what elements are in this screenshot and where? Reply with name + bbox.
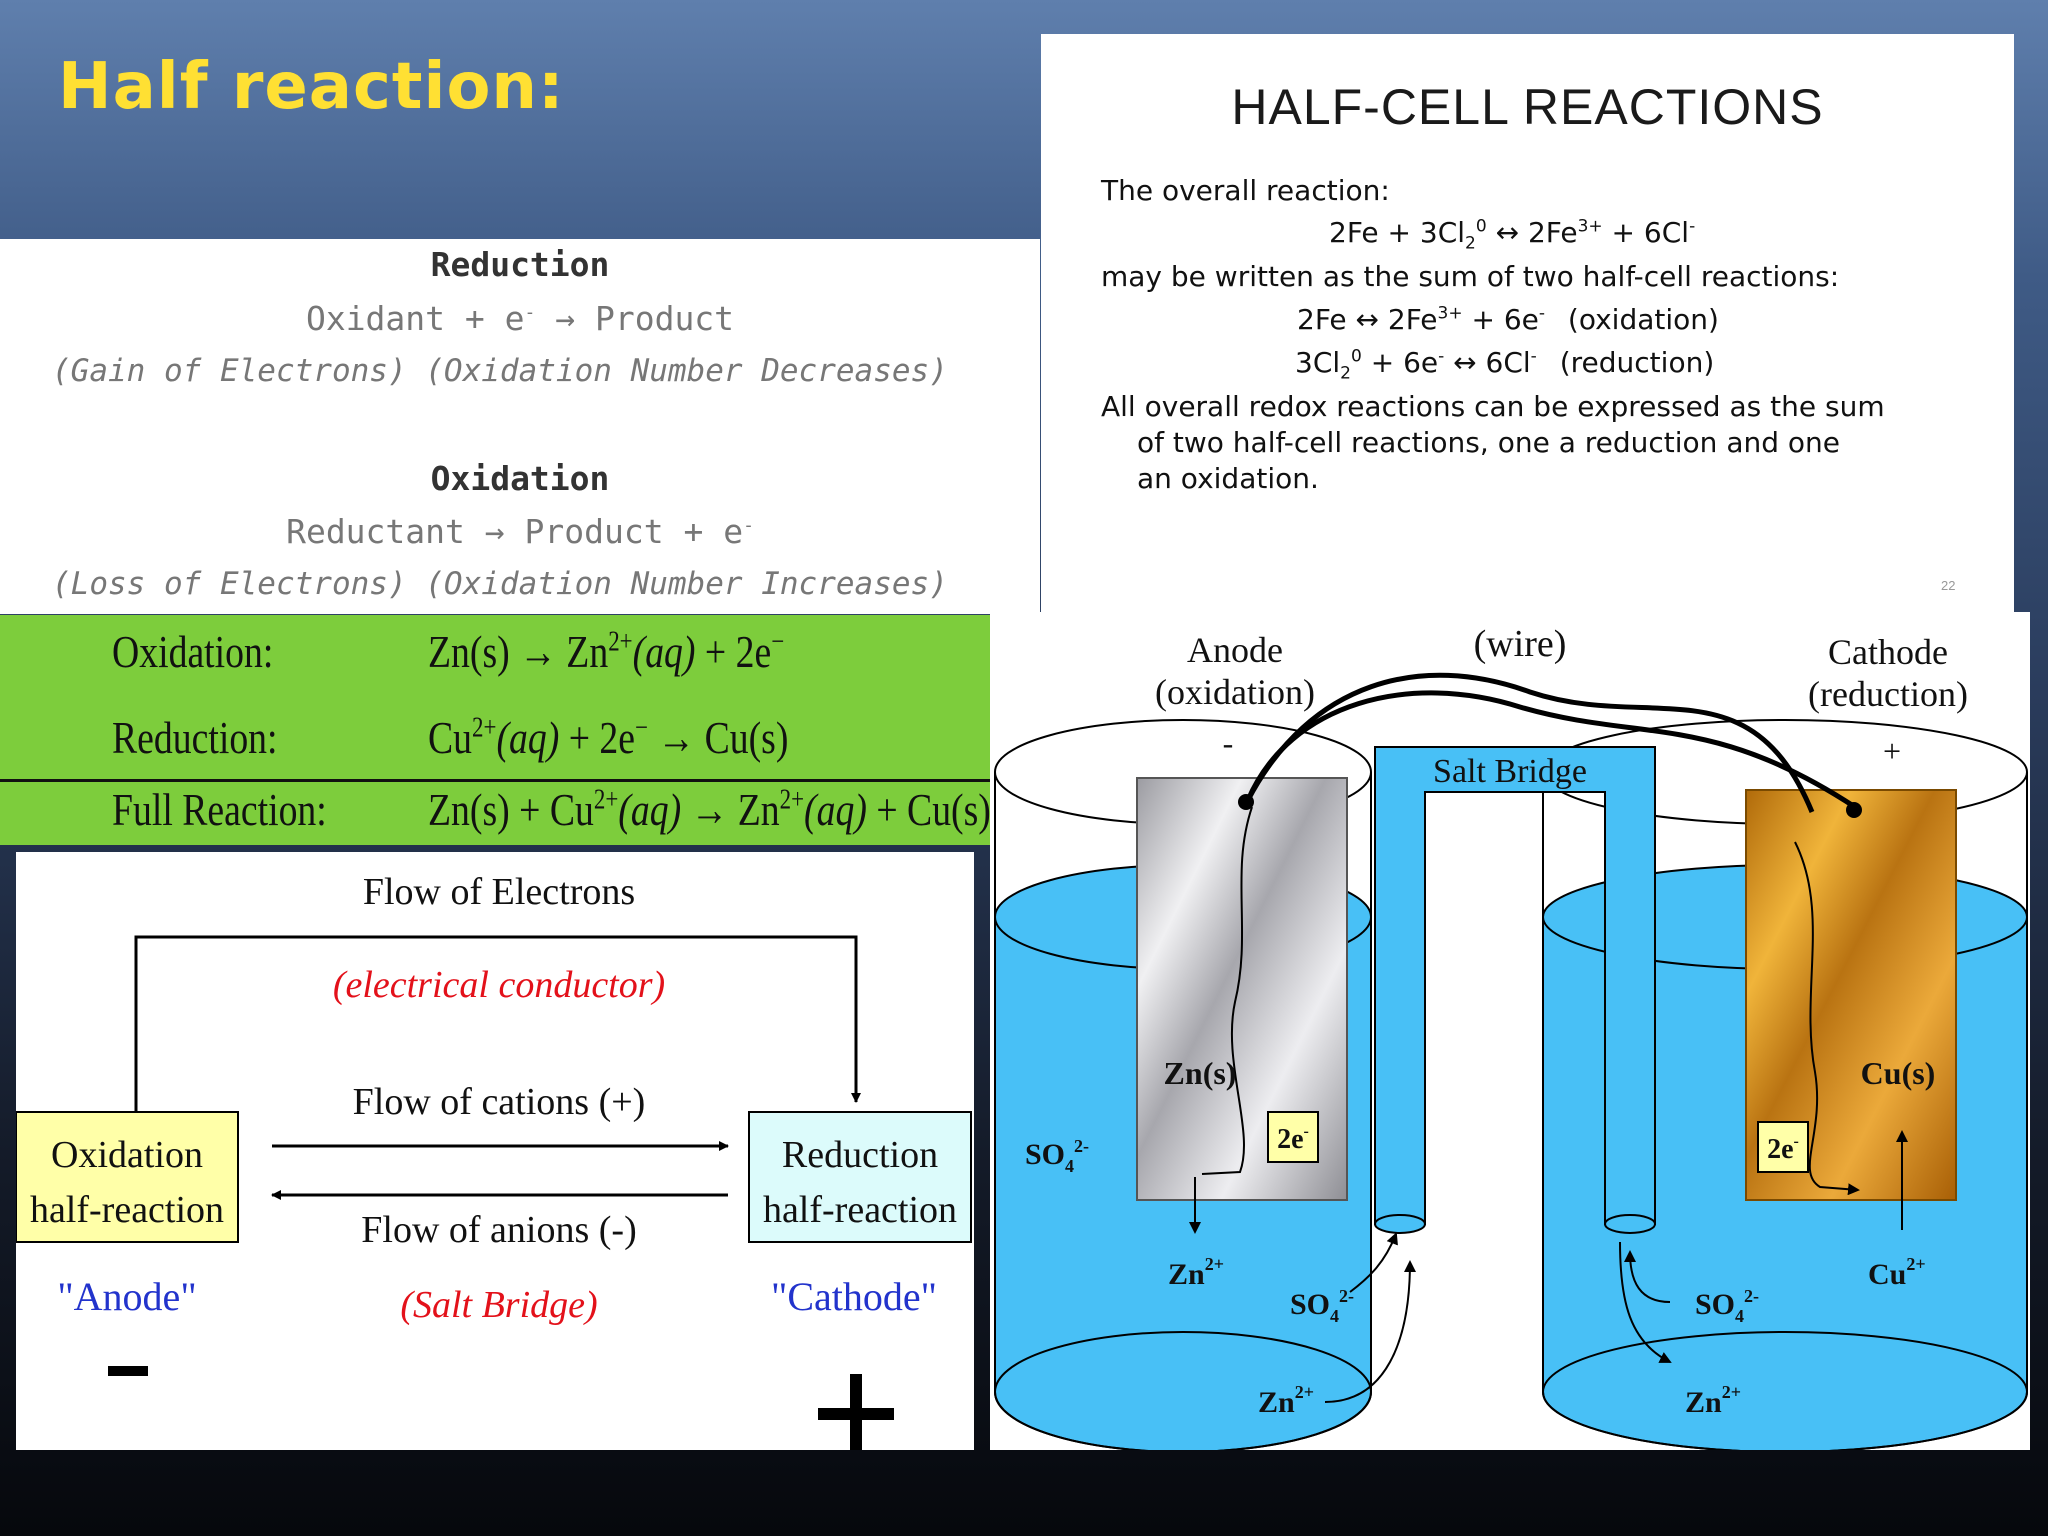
full-reaction-equation: Zn(s) + Cu2+(aq) → Zn2+(aq) + Cu(s): [428, 784, 991, 835]
reduction-equation: Oxidant + e- → Product: [305, 299, 735, 338]
cathode-electrons-box: [1757, 1121, 1809, 1173]
reduction-box-line-1: Reduction: [782, 1134, 938, 1176]
electrical-conductor-label: (electrical conductor): [333, 964, 665, 1006]
zn-cu-equations-panel: Oxidation: Zn(s) → Zn2+(aq) + 2e− Reduct…: [0, 615, 991, 845]
left-beaker-walls: [994, 772, 1372, 917]
anode-electron-path: [1201, 806, 1253, 1175]
galvanic-cell-svg: Salt Bridge Anode (oxidation) (wire) Cat…: [994, 623, 2028, 1453]
zinc-ion-label: Zn2+: [1168, 1254, 1224, 1291]
half-cell-heading: HALF-CELL REACTIONS: [1231, 79, 1824, 135]
arrow-icon: →: [555, 299, 576, 338]
zinc-ion-bridge-arrow-left: [1324, 1260, 1416, 1403]
galvanic-cell-diagram: Salt Bridge Anode (oxidation) (wire) Cat…: [990, 612, 2030, 1453]
salt-bridge-right-opening: [1604, 1214, 1656, 1234]
oxidation-half-equation: 2Fe ↔ 2Fe3+ + 6e- (oxidation): [1297, 303, 1719, 336]
salt-bridge-label: Salt Bridge: [1433, 753, 1587, 790]
minus-sign: [108, 1366, 148, 1376]
oxidation-box-line-2: half-reaction: [30, 1189, 224, 1231]
copper-solid-label: Cu(s): [1861, 1055, 1936, 1091]
flow-of-cations-label: Flow of cations (+): [353, 1081, 646, 1123]
oxidation-heading: Oxidation: [430, 459, 610, 498]
anode-electrons-box: [1267, 1111, 1319, 1163]
reduction-box-line-2: half-reaction: [763, 1189, 957, 1231]
zinc-solid-label: Zn(s): [1164, 1055, 1237, 1091]
salt-bridge-label: (Salt Bridge): [400, 1284, 597, 1326]
reduction-box: [748, 1111, 972, 1243]
half-cell-reactions-panel: HALF-CELL REACTIONS The overall reaction…: [1041, 34, 2014, 614]
cathode-reduction-label: (reduction): [1808, 674, 1968, 714]
zinc-ion-bottom-right: Zn2+: [1685, 1382, 1741, 1419]
conclusion-line-1: All overall redox reactions can be expre…: [1101, 390, 1885, 423]
slide-number: 22: [1941, 578, 1956, 593]
sulfate-arrow-left: [1349, 1232, 1398, 1293]
cathode-terminal: [1846, 802, 1862, 818]
anode-minus: -: [1223, 725, 1234, 761]
conclusion-line-3: an oxidation.: [1137, 462, 1319, 495]
salt-bridge-left-opening: [1374, 1214, 1426, 1234]
anode-terminal: [1238, 794, 1254, 810]
cathode-electrons-label: 2e-: [1767, 1133, 1799, 1165]
sulfate-ion-right: SO42-: [1695, 1286, 1759, 1326]
oxidation-box: [15, 1111, 239, 1243]
conclusion-line-2: of two half-cell reactions, one a reduct…: [1137, 426, 1841, 459]
redox-definitions-panel: Reduction Oxidant + e- → Product (Gain o…: [0, 239, 1040, 614]
plus-sign-horizontal: [818, 1408, 894, 1420]
reduction-half-equation: 3Cl20 + 6e- ↔ 6Cl- (reduction): [1295, 346, 1715, 384]
sum-intro: may be written as the sum of two half-ce…: [1101, 260, 1840, 293]
anode-label: "Anode": [57, 1274, 196, 1319]
flow-diagram-svg: Flow of Electrons (electrical conductor)…: [15, 871, 972, 1454]
electron-flow-diagram: Flow of Electrons (electrical conductor)…: [15, 852, 974, 1454]
slide-title: Half reaction:: [58, 50, 565, 124]
wire-label: (wire): [1474, 623, 1567, 665]
wire-strand: [1245, 672, 1815, 813]
zinc-ion-bottom-left: Zn2+: [1258, 1382, 1314, 1419]
cathode-label: Cathode: [1828, 632, 1948, 672]
divider: [0, 779, 990, 782]
anode-oxidation-label: (oxidation): [1155, 672, 1315, 712]
oxidation-box-line-1: Oxidation: [51, 1134, 203, 1176]
sulfate-ion-left: SO42-: [1025, 1136, 1089, 1176]
zn-oxidation-equation: Zn(s) → Zn2+(aq) + 2e−: [428, 626, 785, 677]
flow-of-anions-label: Flow of anions (-): [361, 1209, 636, 1251]
wire: [1245, 690, 1857, 810]
electron-path-arrow: [134, 935, 861, 1112]
arrow-icon: →: [484, 512, 505, 551]
reduction-label: Reduction:: [112, 712, 278, 763]
overall-equation: 2Fe + 3Cl20 ↔ 2Fe3+ + 6Cl-: [1329, 216, 1696, 254]
cathode-label: "Cathode": [771, 1274, 937, 1319]
zinc-ion-bridge-arrow-right: [1619, 1241, 1672, 1363]
sulfate-ion-center-left: SO42-: [1290, 1286, 1354, 1326]
cu-reduction-equation: Cu2+(aq) + 2e− → Cu(s): [428, 712, 789, 763]
reduction-heading: Reduction: [430, 245, 610, 284]
salt-bridge-tube: [1374, 746, 1656, 1225]
cathode-electron-path: [1794, 841, 1860, 1196]
anode-label: Anode: [1187, 630, 1283, 670]
right-beaker-walls: [1542, 772, 2028, 917]
oxidation-label: Oxidation:: [112, 626, 274, 677]
copper-ion-label: Cu2+: [1868, 1254, 1926, 1291]
cathode-plus: +: [1883, 733, 1901, 769]
overall-intro: The overall reaction:: [1101, 174, 1390, 207]
anode-electrons-label: 2e-: [1277, 1123, 1309, 1155]
full-reaction-label: Full Reaction:: [112, 784, 327, 835]
sulfate-arrow-right: [1624, 1250, 1671, 1303]
oxidation-notes: (Loss of Electrons) (Oxidation Number In…: [52, 566, 948, 602]
reduction-notes: (Gain of Electrons) (Oxidation Number De…: [52, 353, 948, 389]
flow-of-electrons-label: Flow of Electrons: [363, 871, 635, 913]
oxidation-equation: Reductant → Product + e-: [286, 512, 754, 551]
